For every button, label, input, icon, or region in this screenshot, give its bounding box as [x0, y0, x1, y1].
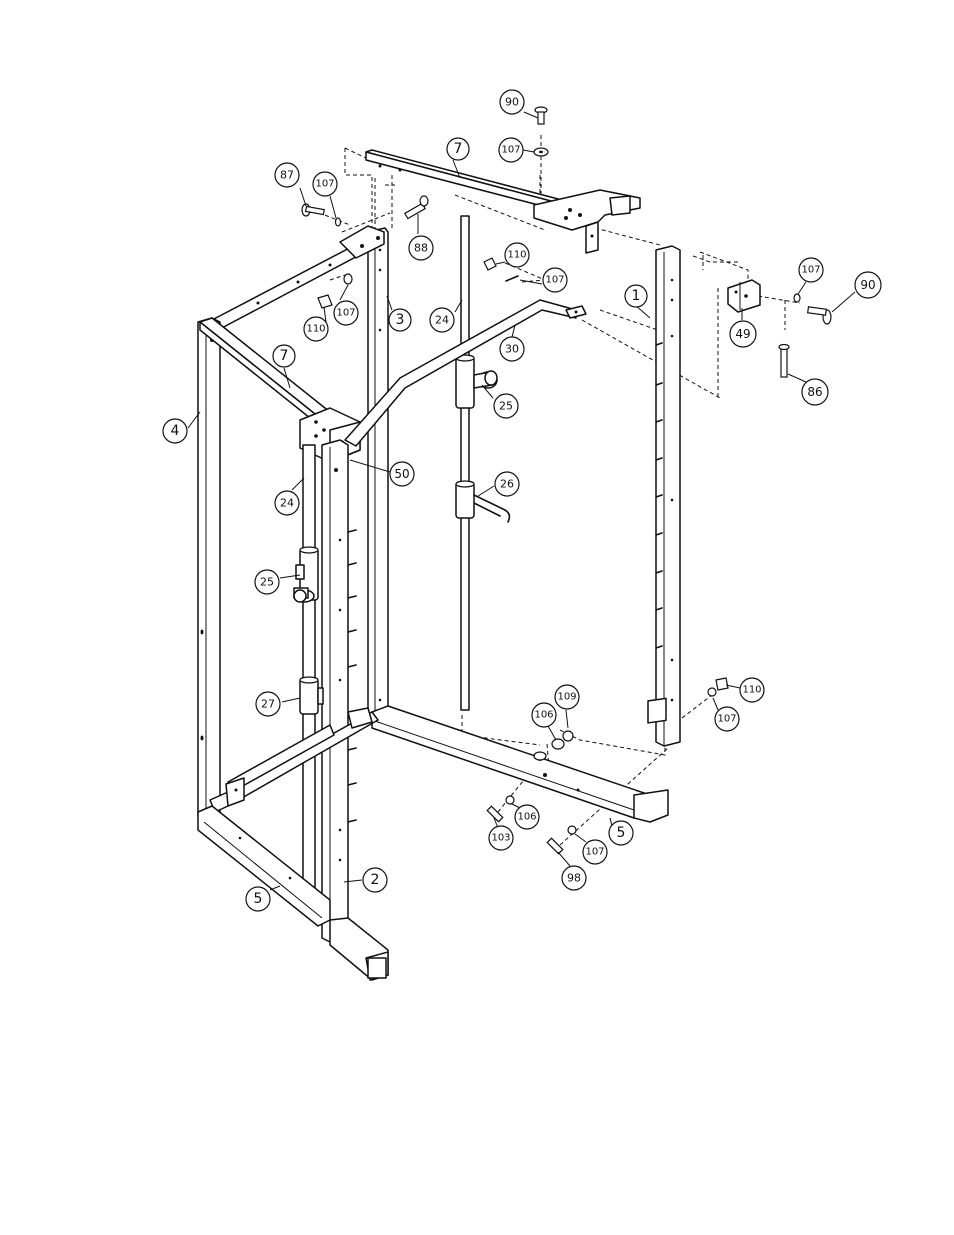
callout-109: 109 — [555, 685, 579, 709]
callout-107-right: 107 — [799, 258, 823, 282]
callout-107-mid: 107 — [543, 268, 567, 292]
callout-103: 103 — [489, 826, 513, 850]
callout-90-right: 90 — [855, 272, 881, 298]
top-crossbar-left-side — [212, 226, 384, 336]
callouts: 90 107 7 87 107 88 110 107 107 90 1 24 3… — [163, 90, 881, 911]
callout-88: 88 — [409, 236, 433, 260]
callout-3: 3 — [389, 309, 411, 331]
svg-text:3: 3 — [396, 312, 405, 328]
svg-text:4: 4 — [171, 423, 180, 439]
svg-text:107: 107 — [717, 714, 736, 725]
callout-106-bottom: 106 — [515, 805, 539, 829]
svg-text:107: 107 — [315, 179, 334, 190]
svg-text:50: 50 — [394, 467, 409, 481]
svg-text:107: 107 — [545, 275, 564, 286]
svg-text:25: 25 — [499, 400, 513, 413]
svg-text:107: 107 — [336, 308, 355, 319]
callout-110-bottom: 110 — [740, 678, 764, 702]
svg-text:109: 109 — [557, 692, 576, 703]
svg-text:106: 106 — [517, 812, 536, 823]
svg-text:5: 5 — [617, 825, 626, 841]
upright-front-2 — [322, 440, 356, 942]
callout-86: 86 — [802, 379, 828, 405]
callout-87: 87 — [275, 163, 299, 187]
svg-text:49: 49 — [735, 327, 750, 341]
svg-text:98: 98 — [567, 872, 581, 885]
callout-50: 50 — [390, 462, 414, 486]
callout-5-right: 5 — [609, 821, 633, 845]
svg-text:106: 106 — [534, 710, 553, 721]
callout-4: 4 — [163, 419, 187, 443]
svg-text:88: 88 — [414, 242, 428, 255]
svg-text:1: 1 — [632, 288, 641, 304]
svg-text:5: 5 — [254, 891, 263, 907]
callout-24-rear: 24 — [430, 308, 454, 332]
guide-rod-rear — [456, 216, 509, 710]
svg-text:30: 30 — [505, 343, 519, 356]
callout-7-top: 7 — [447, 138, 469, 160]
callout-1: 1 — [625, 285, 647, 307]
callout-107-bottom: 107 — [583, 840, 607, 864]
svg-text:107: 107 — [585, 847, 604, 858]
base-frame — [198, 698, 668, 980]
callout-98: 98 — [562, 866, 586, 890]
svg-text:90: 90 — [505, 96, 519, 109]
svg-text:27: 27 — [261, 698, 275, 711]
callout-2: 2 — [363, 868, 387, 892]
callout-110-top: 110 — [505, 243, 529, 267]
svg-text:2: 2 — [371, 872, 380, 888]
svg-text:26: 26 — [500, 478, 514, 491]
bolt-90-top — [534, 107, 548, 156]
svg-text:24: 24 — [435, 314, 449, 327]
svg-text:7: 7 — [280, 348, 289, 364]
callout-49: 49 — [730, 321, 756, 347]
svg-text:86: 86 — [807, 385, 822, 399]
callout-30: 30 — [500, 337, 524, 361]
svg-text:25: 25 — [260, 576, 274, 589]
callout-27: 27 — [256, 692, 280, 716]
upright-rear-left-3 — [368, 228, 388, 716]
svg-text:7: 7 — [454, 141, 463, 157]
callout-24-front: 24 — [275, 491, 299, 515]
callout-107-bottom-right: 107 — [715, 707, 739, 731]
callout-26: 26 — [495, 472, 519, 496]
guide-rod-front — [294, 445, 323, 895]
upright-rear-right — [656, 246, 680, 746]
svg-text:107: 107 — [501, 145, 520, 156]
svg-text:103: 103 — [491, 833, 510, 844]
svg-text:110: 110 — [742, 685, 761, 696]
svg-text:87: 87 — [280, 169, 294, 182]
svg-text:90: 90 — [860, 278, 875, 292]
callout-107-left: 107 — [313, 172, 337, 196]
svg-text:107: 107 — [801, 265, 820, 276]
svg-text:110: 110 — [507, 250, 526, 261]
callout-5-left: 5 — [246, 887, 270, 911]
top-crossbar-rear — [366, 150, 640, 253]
callout-25-rear: 25 — [494, 394, 518, 418]
callout-107-top: 107 — [499, 138, 523, 162]
callout-110-left: 110 — [304, 317, 328, 341]
callout-107-bolt: 107 — [334, 301, 358, 325]
svg-text:24: 24 — [280, 497, 294, 510]
callout-106-top: 106 — [532, 703, 556, 727]
callout-90-top: 90 — [500, 90, 524, 114]
upright-4 — [198, 318, 220, 820]
callout-7-front: 7 — [273, 345, 295, 367]
svg-text:110: 110 — [306, 324, 325, 335]
callout-25-front: 25 — [255, 570, 279, 594]
